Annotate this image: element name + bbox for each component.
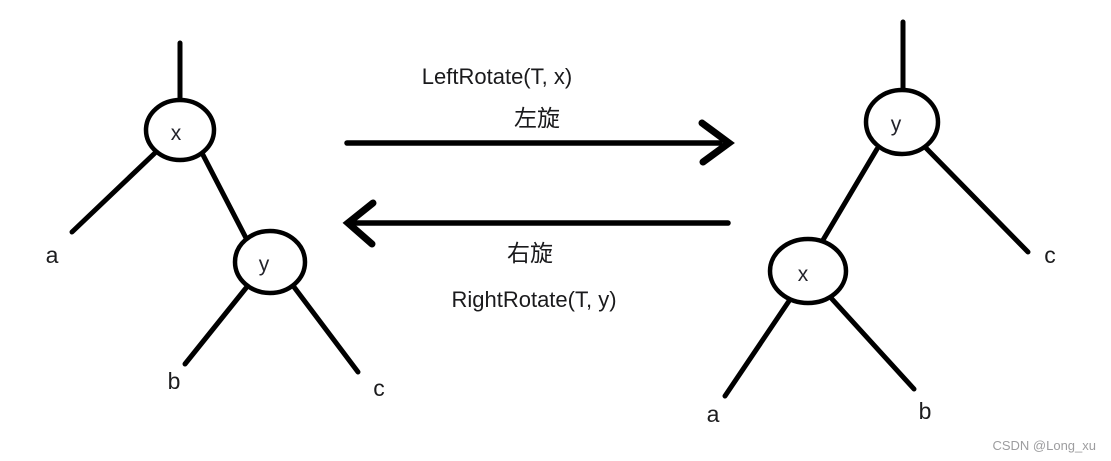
before-node-x-label: x	[171, 122, 182, 145]
right-rotate-chinese-label: 右旋	[507, 240, 553, 266]
before-leaf-a-label: a	[46, 242, 59, 268]
before-edge-y-to-c	[291, 284, 361, 375]
after-edge-y-to-c	[922, 144, 1031, 255]
after-edge-x-to-a	[722, 298, 792, 399]
after-leaf-a-label: a	[707, 401, 720, 427]
csdn-watermark: CSDN @Long_xu	[992, 438, 1096, 453]
before-leaf-b-label: b	[168, 368, 181, 394]
left-rotate-function-label: LeftRotate(T, x)	[422, 64, 572, 89]
after-edge-x-to-b	[829, 296, 917, 392]
after-node-y-label: y	[891, 113, 902, 136]
left-rotate-chinese-label: 左旋	[514, 105, 560, 131]
before-edge-x-to-y	[199, 150, 249, 241]
before-node-x-circle	[143, 97, 217, 163]
after-edge-y-to-x	[820, 146, 880, 243]
after-node-x-circle	[767, 236, 849, 306]
before-edge-y-to-b	[182, 285, 249, 367]
after-node-x-label: x	[798, 263, 809, 286]
right-rotate-arrowhead-icon	[342, 199, 377, 248]
before-node-y-circle	[232, 228, 308, 296]
rotation-arrows: LeftRotate(T, x) 左旋 右旋 RightRotate(T, y)	[342, 64, 735, 312]
before-node-y-label: y	[259, 253, 270, 276]
after-leaf-b-label: b	[919, 398, 932, 424]
left-rotate-arrowhead-icon	[698, 119, 735, 166]
tree-after: y x a b c	[707, 19, 1056, 427]
before-edge-x-to-a	[69, 149, 159, 235]
after-leaf-c-label: c	[1044, 242, 1056, 268]
before-leaf-c-label: c	[373, 375, 385, 401]
after-node-y-circle	[863, 87, 941, 157]
tree-before: x y a b c	[46, 40, 385, 401]
right-rotate-function-label: RightRotate(T, y)	[451, 287, 616, 312]
